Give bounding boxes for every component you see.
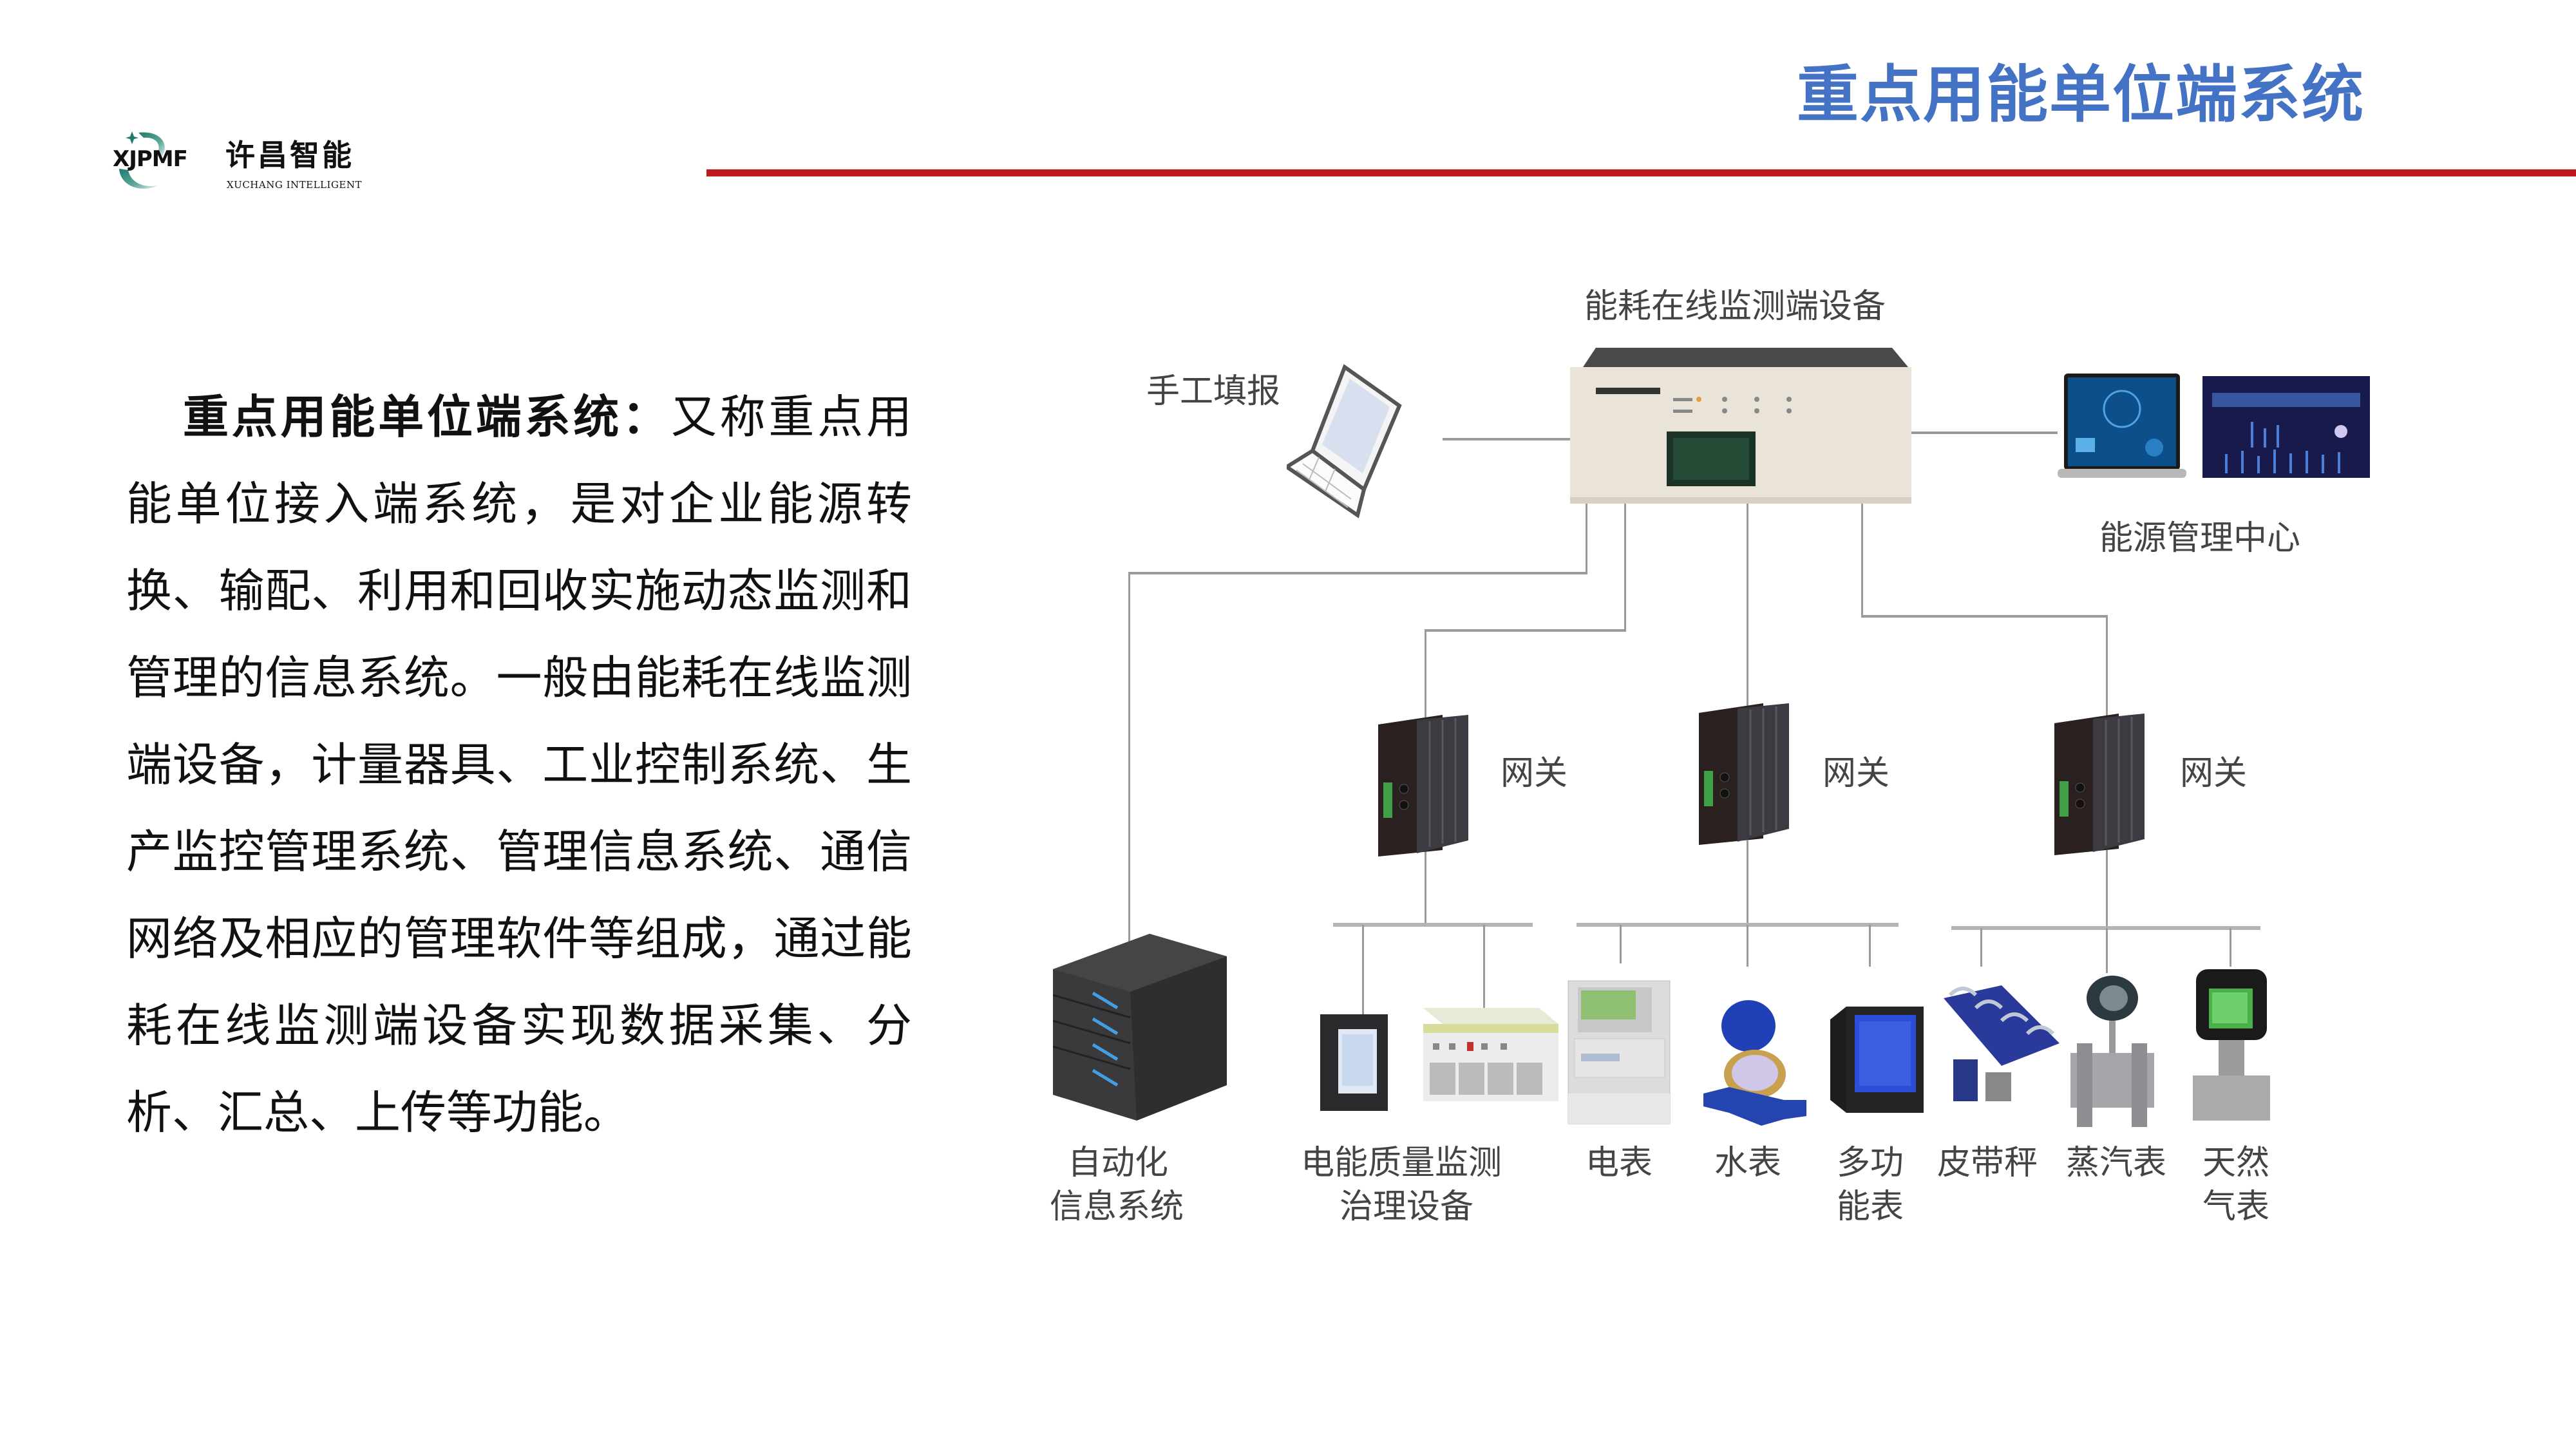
automation-label-line1: 自动化	[1068, 1144, 1169, 1182]
meter-label-water: 水表	[1714, 1144, 1782, 1182]
company-logo: XJPMF 许昌智能 XUCHANG INTELLIGENT	[113, 129, 396, 200]
wire-drop-steam	[2106, 928, 2108, 973]
meter-label-multifunction-line1: 多功	[1837, 1144, 1904, 1182]
wire-drop-wmeter	[1747, 925, 1748, 967]
energy-center-label: 能源管理中心	[2099, 519, 2301, 558]
wire-device-to-gw1-v2	[1425, 629, 1426, 726]
power-quality-label-line2: 治理设备	[1340, 1188, 1474, 1226]
wire-drop-emeter	[1620, 925, 1622, 963]
description-paragraph: 重点用能单位端系统：又称重点用能单位接入端系统，是对企业能源转换、输配、利用和回…	[126, 374, 912, 1156]
description-lead: 重点用能单位端系统：	[183, 390, 671, 444]
power-quality-icon	[1320, 1008, 1558, 1111]
wire-device-to-gw1-h	[1425, 629, 1626, 632]
gateway-3-label: 网关	[2180, 754, 2248, 793]
steam-meter-icon	[2070, 976, 2154, 1127]
meter-label-gas-line1: 天然	[2202, 1144, 2270, 1182]
wire-gw2-drop	[1747, 840, 1748, 924]
wire-device-to-gw3-v2	[2106, 615, 2108, 724]
dashboard-screens-icon	[2058, 374, 2370, 478]
wire-drop-belt	[1980, 928, 1982, 967]
logo-english-text: XUCHANG INTELLIGENT	[227, 179, 363, 191]
meter-label-belt-scale: 皮带秤	[1937, 1144, 2038, 1182]
description-text: 又称重点用能单位接入端系统，是对企业能源转换、输配、利用和回收实施动态监测和管理…	[126, 390, 912, 1139]
wire-gw3-drop	[2106, 850, 2108, 926]
bus-gateway-2	[1577, 923, 1899, 927]
logo-chinese-text: 许昌智能	[225, 138, 354, 173]
water-meter-icon	[1703, 1000, 1806, 1126]
meter-label-electricity: 电表	[1586, 1144, 1653, 1182]
electricity-meter-icon	[1567, 980, 1671, 1124]
manual-entry-label: 手工填报	[1146, 372, 1281, 411]
gateway-icon	[1378, 715, 1468, 857]
wire-drop-mfmeter	[1869, 925, 1871, 967]
wire-device-to-gw3-h	[1861, 615, 2108, 618]
gateway-2-label: 网关	[1823, 754, 1890, 793]
wire-device-to-server-v2	[1128, 572, 1130, 952]
system-architecture-diagram: 能耗在线监测端设备 手工填报 能源管理中心 网关	[1018, 270, 2370, 1262]
wire-drop-pq2	[1483, 925, 1485, 1054]
wire-device-to-gw1-v1	[1624, 502, 1626, 631]
wire-device-to-gw2	[1747, 502, 1748, 715]
center-device-label: 能耗在线监测端设备	[1584, 287, 1886, 326]
wire-device-to-server-v1	[1586, 502, 1587, 573]
wire-drop-gas	[2230, 928, 2231, 967]
multifunction-meter-icon	[1830, 1007, 1924, 1113]
meter-label-multifunction-line2: 能表	[1837, 1188, 1904, 1226]
meter-label-gas-line2: 气表	[2202, 1188, 2270, 1226]
gateway-icon	[2054, 714, 2145, 855]
server-icon	[1053, 934, 1227, 1121]
laptop-icon	[1287, 364, 1402, 518]
wire-device-to-center	[1909, 431, 2058, 434]
monitoring-terminal-icon	[1570, 348, 1911, 504]
wire-manual-to-device	[1443, 438, 1571, 440]
page-title: 重点用能单位端系统	[1797, 59, 2365, 131]
meter-label-steam: 蒸汽表	[2066, 1144, 2167, 1182]
gateway-icon	[1699, 703, 1789, 845]
wire-device-to-gw3-v1	[1861, 502, 1863, 617]
gas-meter-icon	[2193, 969, 2270, 1121]
wire-device-to-server-h	[1128, 572, 1587, 574]
belt-scale-icon	[1944, 985, 2060, 1101]
wire-drop-pq1	[1362, 925, 1364, 1099]
logo-swoosh-icon	[119, 131, 165, 189]
bus-gateway-1	[1333, 923, 1533, 927]
wire-gw1-drop	[1425, 850, 1426, 924]
gateway-1-label: 网关	[1501, 754, 1568, 793]
header-divider	[706, 169, 2576, 176]
automation-label-line2: 信息系统	[1050, 1188, 1184, 1226]
logo-latin-text: XJPMF	[113, 146, 188, 172]
power-quality-label-line1: 电能质量监测	[1301, 1144, 1502, 1182]
